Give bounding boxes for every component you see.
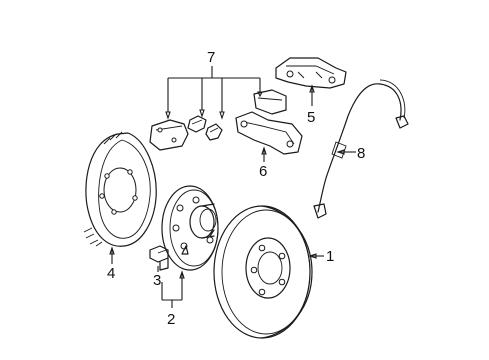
brake-caliper [275, 57, 347, 89]
caliper-bracket [235, 111, 303, 155]
callout-7: 7 [207, 49, 215, 66]
callout-8: 8 [357, 145, 365, 162]
wheel-hub [161, 185, 219, 271]
callout-6: 6 [259, 163, 267, 180]
callout-3: 3 [153, 272, 161, 289]
brake-hose [313, 79, 409, 219]
splash-shield [83, 131, 157, 247]
brake-pads-and-clips [149, 89, 287, 151]
hub-bolt [149, 245, 169, 271]
callout-5: 5 [307, 109, 315, 126]
callout-1: 1 [326, 248, 334, 265]
leader-lines [109, 66, 356, 308]
callout-4: 4 [107, 265, 115, 282]
brake-rotor [213, 205, 313, 339]
callout-2: 2 [167, 311, 175, 328]
